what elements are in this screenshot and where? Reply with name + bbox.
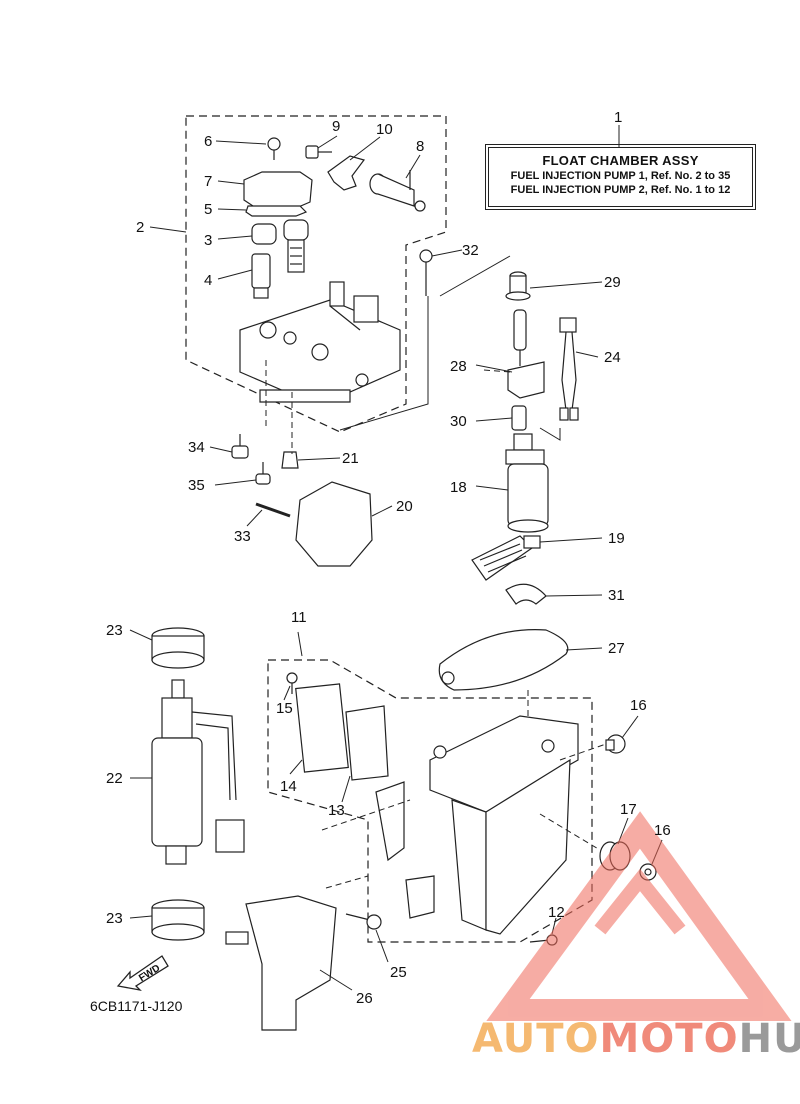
callout-label: 16 [630,697,647,714]
callout-label: 25 [390,964,407,981]
callout-label: 9 [332,118,340,135]
callout-label: 20 [396,498,413,515]
callout-label: 34 [188,439,205,456]
callout-label: 27 [608,640,625,657]
callout-label: 16 [654,822,671,839]
callout-label: 1 [614,109,622,126]
part-filters-3 [251,219,309,273]
part-gasket-27 [438,629,569,691]
callout-label: 17 [620,801,637,818]
callout-label: 7 [204,173,212,190]
part-bolt-25 [345,913,382,930]
callout-label: 2 [136,219,144,236]
part-sleeve-30 [511,405,527,431]
part-pump-22 [151,679,245,865]
callout-label: 15 [276,700,293,717]
part-pin-33 [255,502,291,518]
part-fuel-pump-18 [505,433,549,533]
watermark-part-1: AUTO [472,1016,600,1062]
part-bracket-lower [405,875,435,919]
part-screw-34 [231,434,249,459]
watermark-part-2: MOTO [599,1016,739,1062]
callout-label: 30 [450,413,467,430]
callout-label: 35 [188,477,205,494]
callout-label: 5 [204,201,212,218]
part-plate-14 [295,683,349,773]
callout-label: 23 [106,622,123,639]
part-ring-23a [151,627,205,669]
watermark-part-3: HUB [738,1016,800,1062]
part-grommet-16a [605,734,626,754]
callout-label: 12 [548,904,565,921]
group-outline-pump-assy [185,115,447,433]
leader-lines [129,125,663,991]
part-clip-31 [505,583,547,605]
callout-label: 3 [204,232,212,249]
callout-label: 33 [234,528,251,545]
callout-label: 6 [204,133,212,150]
part-valve-4 [251,253,271,299]
watermark-text: AUTOMOTOHUB [472,1016,800,1062]
title-line-2: FUEL INJECTION PUMP 2, Ref. No. 1 to 12 [510,184,731,196]
part-screw-32 [419,249,433,296]
callout-label: 32 [462,242,479,259]
part-holder-28 [507,309,545,399]
callout-label: 22 [106,770,123,787]
part-grommet-29 [505,271,531,301]
watermark-logo [486,811,792,1021]
part-screw-15 [286,672,298,694]
callout-label: 14 [280,778,297,795]
reference-code: 6CB1171-J120 [90,998,183,1014]
callout-label: 31 [608,587,625,604]
title-line-1: FUEL INJECTION PUMP 1, Ref. No. 2 to 35 [510,170,731,182]
callout-label: 28 [450,358,467,375]
part-ring-23b [151,899,205,941]
title-box: FLOAT CHAMBER ASSY FUEL INJECTION PUMP 1… [485,144,756,210]
part-cover-26 [245,895,337,1031]
part-bracket [375,781,405,862]
callout-label: 26 [356,990,373,1007]
part-cover-20 [295,481,373,567]
part-harness-24 [559,317,579,421]
part-gasket-5 [245,205,308,217]
part-screw-35 [255,462,271,485]
part-strainer-19 [471,535,541,581]
callout-label: 23 [106,910,123,927]
assembly-lines [265,360,607,851]
callout-label: 19 [608,530,625,547]
part-regulator-8 [369,170,426,212]
part-bolt-9 [305,145,332,159]
fwd-arrow: FWD [116,950,172,997]
callout-label: 21 [342,450,359,467]
part-fitting-21 [281,451,299,469]
part-screw-6 [267,137,281,160]
part-cover-7 [243,171,313,209]
callout-label: 18 [450,479,467,496]
callout-numbers: 1 2 3 4 5 6 7 8 9 10 11 12 13 14 15 16 1… [106,109,671,1007]
callout-label: 24 [604,349,621,366]
callout-label: 8 [416,138,424,155]
callout-label: 4 [204,272,212,289]
callout-label: 11 [291,609,307,626]
callout-label: 13 [328,802,345,819]
callout-label: 29 [604,274,621,291]
title-heading: FLOAT CHAMBER ASSY [542,153,699,168]
group-outline-float-chamber [267,659,593,943]
part-bracket-10 [327,155,366,191]
callout-label: 10 [376,121,393,138]
part-float-chamber-11 [429,715,579,935]
part-gasket-13 [345,705,389,781]
part-pump-body-2 [239,281,401,403]
